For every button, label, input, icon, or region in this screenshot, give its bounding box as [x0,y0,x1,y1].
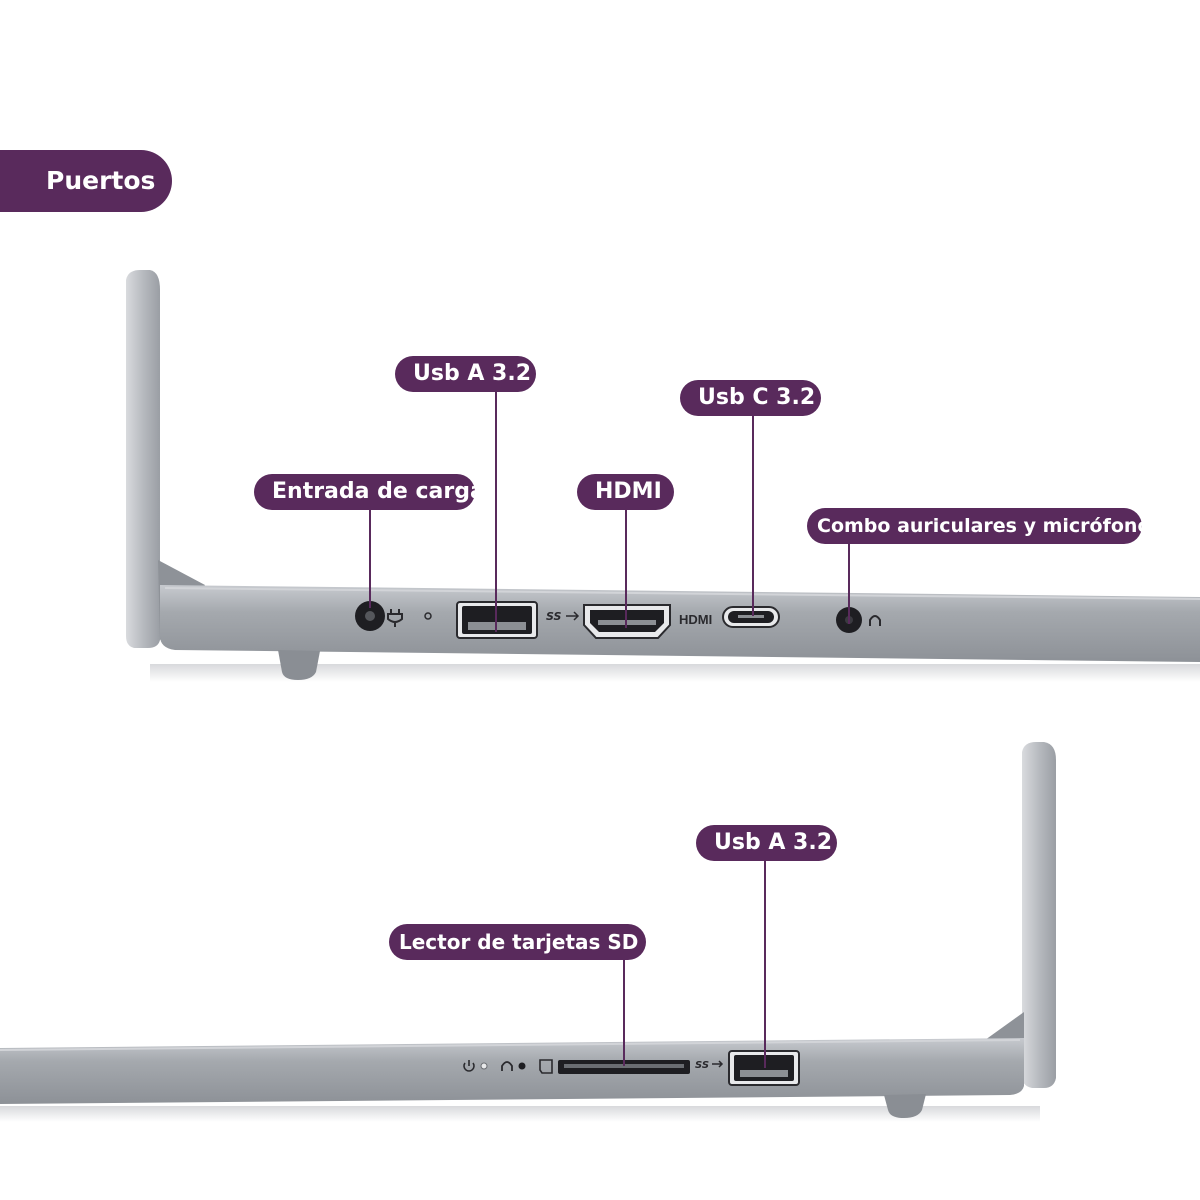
laptop-right-side: SS HDMI [126,270,1200,682]
callout-usb-a-3-2: Usb A 3.2 [395,356,536,392]
callout-combo-auriculares: Combo auriculares y micrófono [807,508,1151,544]
leader-line-power [369,508,371,608]
laptop-lid [1022,742,1056,1088]
status-led [480,1062,488,1070]
callout-lector-sd: Lector de tarjetas SD [389,924,646,960]
charge-led [518,1062,526,1070]
laptop-lid [126,270,160,648]
leader-line-usb-a-left [764,858,766,1068]
ss-logo-text: SS [546,610,562,623]
headphone-icon [501,1061,513,1071]
rubber-foot [278,650,320,680]
status-led [424,612,432,620]
leader-line-usb-a-right [495,388,497,632]
leader-line-usb-c [752,414,754,616]
leader-line-hdmi [625,508,627,628]
leader-line-audio [848,542,850,624]
laptop-left-side: SS [0,742,1056,1122]
callout-usb-a-3-2-left: Usb A 3.2 [696,825,837,861]
sd-card-icon [539,1059,553,1074]
plug-icon [387,609,403,627]
laptop-base [160,585,1200,662]
usb-arrow-icon [712,1060,724,1068]
callout-usb-c-3-2: Usb C 3.2 [680,380,821,416]
ss-logo-text: SS [695,1060,709,1071]
hdmi-engraved-text: HDMI [679,612,712,627]
rubber-foot [884,1094,926,1118]
leader-line-sd [623,958,625,1066]
usb-arrow-icon [566,611,580,621]
floor-shadow [150,664,1200,682]
floor-shadow [0,1106,1040,1122]
callout-entrada-de-carga: Entrada de carga [254,474,485,510]
headset-icon [869,615,881,626]
callout-hdmi: HDMI [577,474,674,510]
section-title: Puertos [0,150,172,212]
power-icon [463,1060,475,1072]
